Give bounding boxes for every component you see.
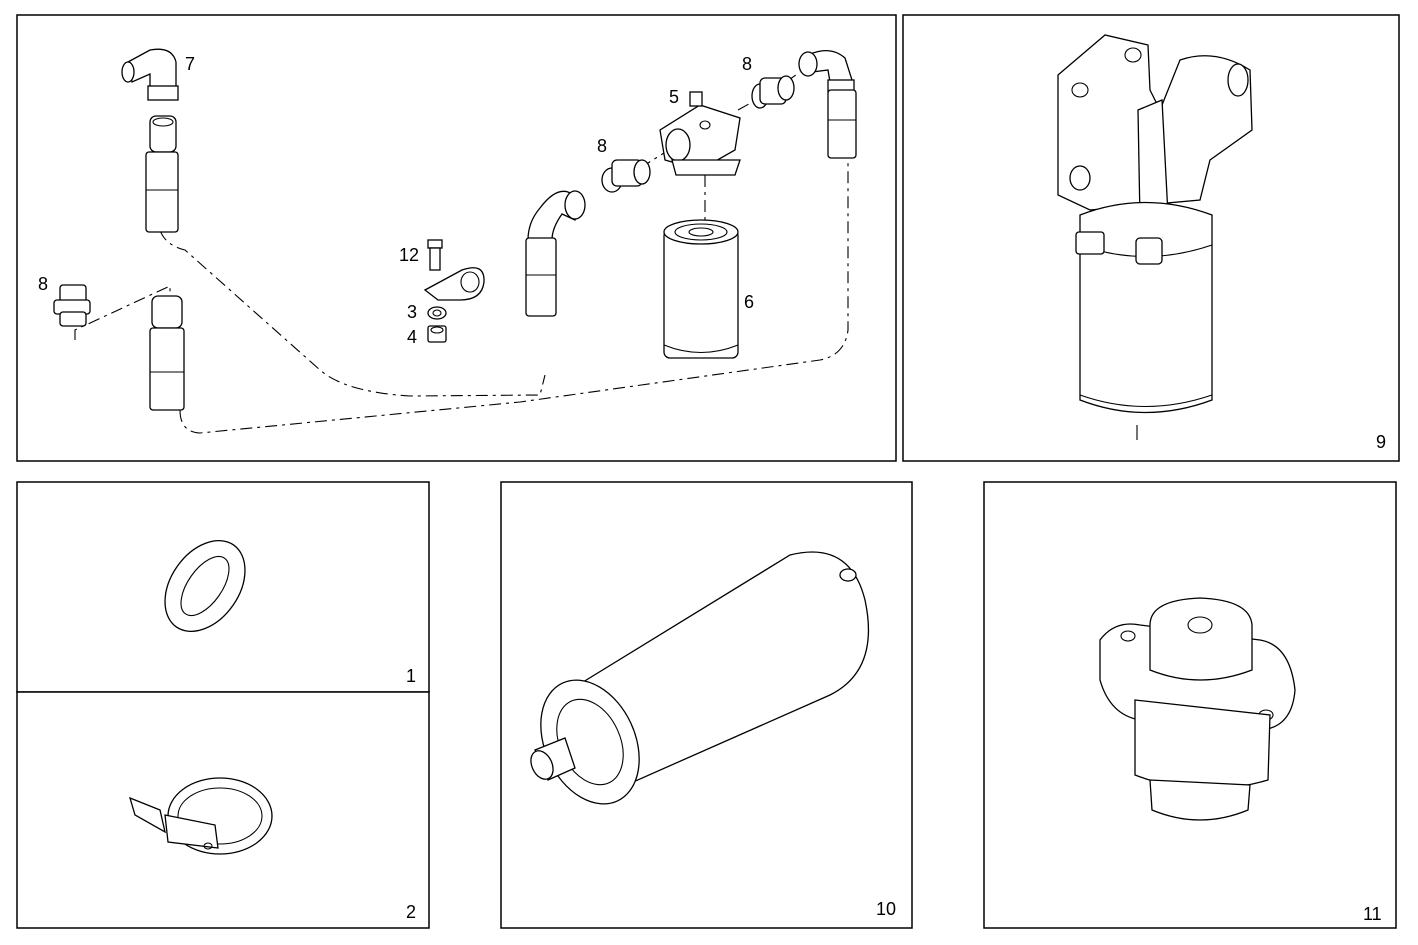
callout-6: 6: [744, 292, 754, 312]
callout-4: 4: [407, 327, 417, 347]
bracket-12: [423, 239, 485, 301]
callout-8-left: 8: [38, 274, 48, 294]
gasket-1: [164, 539, 246, 633]
panel-10-label: 10: [876, 899, 896, 919]
filter-assembly-9: [1057, 34, 1253, 440]
panel-9-label: 9: [1376, 432, 1386, 452]
elbow-fitting-7: [121, 48, 179, 233]
callout-8-center: 8: [597, 136, 607, 156]
panel-9: 9: [902, 14, 1400, 462]
washer-3: [427, 306, 447, 320]
panel-1-label: 1: [406, 666, 416, 686]
hose-right: [798, 50, 857, 159]
hose-middle: [525, 190, 586, 317]
filter-cartridge-6: [663, 219, 739, 359]
panel-main: 7 5 8 8 8 12 3 4 6: [16, 14, 897, 462]
callout-12: 12: [399, 245, 419, 265]
in-line-filter-10: [530, 551, 869, 805]
callout-5: 5: [669, 87, 679, 107]
fitting-8-right: [751, 75, 795, 109]
callout-8-right: 8: [742, 54, 752, 74]
panel-11: 11: [983, 481, 1397, 929]
filter-head-5: [659, 91, 741, 176]
panel-2: 2: [16, 691, 430, 929]
hose-lower-left: [149, 295, 185, 411]
nut-4: [427, 325, 447, 343]
filter-housing-11: [1099, 597, 1296, 821]
callout-3: 3: [407, 302, 417, 322]
panel-2-label: 2: [406, 902, 416, 922]
panel-10: 10: [500, 481, 913, 929]
fitting-8-left: [53, 284, 91, 327]
callout-7: 7: [185, 54, 195, 74]
hose-clamp-2: [128, 777, 273, 855]
panel-11-label: 11: [1363, 904, 1382, 924]
panel-1: 1: [16, 481, 430, 693]
fitting-8-center: [601, 159, 651, 193]
